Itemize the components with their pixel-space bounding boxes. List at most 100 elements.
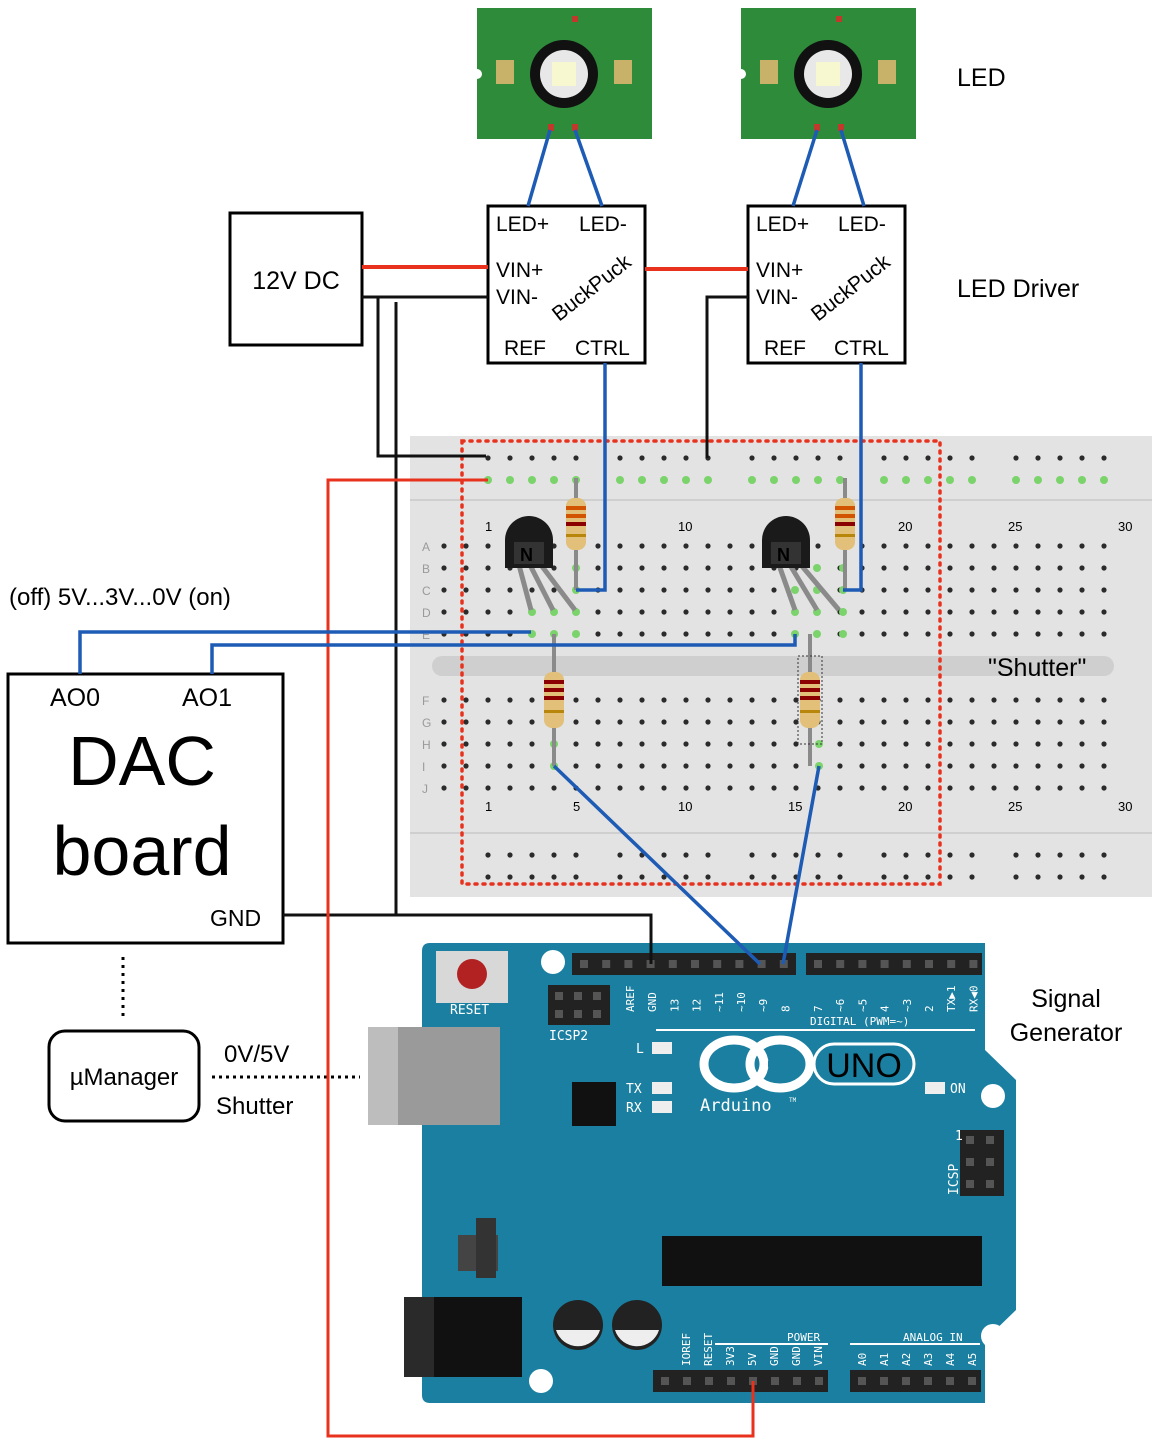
dac-title-line2: board [52, 812, 231, 890]
breadboard-hole [529, 719, 535, 725]
dac-ao0-label: AO0 [50, 684, 100, 712]
breadboard-hole [991, 719, 997, 725]
breadboard-col-25-top: 25 [1008, 519, 1022, 534]
breadboard-hole [969, 719, 975, 725]
breadboard-hole [1035, 719, 1041, 725]
breadboard-hole [595, 565, 601, 571]
breadboard-hole [683, 631, 689, 637]
breadboard-hole [749, 874, 755, 880]
arduino-header-pin [947, 960, 956, 968]
breadboard-hole-active [638, 476, 646, 484]
dac-ao1-label: AO1 [182, 684, 232, 712]
wire-dac-ao0 [78, 630, 531, 674]
breadboard-hole [617, 609, 623, 615]
arduino-header-pin [925, 960, 933, 968]
breadboard-hole [441, 565, 447, 571]
breadboard-hole [727, 565, 733, 571]
micromanager-label: µManager [70, 1064, 179, 1091]
led-board-right [736, 8, 916, 139]
wire-dac-ao1 [210, 634, 797, 674]
breadboard-hole [617, 543, 623, 549]
wire-ctrl-left [576, 363, 607, 592]
breadboard-hole [749, 697, 755, 703]
breadboard-hole [947, 719, 953, 725]
breadboard-hole [1101, 609, 1107, 615]
breadboard-hole [903, 631, 909, 637]
arduino-pin-label: ~9 [757, 999, 770, 1012]
breadboard-hole [925, 874, 931, 880]
breadboard-hole [1057, 587, 1063, 593]
arduino-header-pin [593, 1010, 601, 1018]
breadboard-hole [705, 719, 711, 725]
breadboard-hole [925, 741, 931, 747]
breadboard-hole [595, 631, 601, 637]
arduino-pin-label: GND [646, 992, 659, 1012]
breadboard-hole [1013, 609, 1019, 615]
breadboard-hole [705, 609, 711, 615]
breadboard-hole [991, 785, 997, 791]
breadboard-hole [463, 785, 469, 791]
breadboard-hole [1035, 852, 1041, 858]
breadboard-hole [1035, 631, 1041, 637]
arduino-header-pin [624, 960, 633, 968]
breadboard-hole [639, 565, 645, 571]
breadboard-hole [1057, 455, 1063, 461]
breadboard-hole [947, 609, 953, 615]
arduino-header-pin [793, 1377, 801, 1385]
breadboard-hole [485, 455, 491, 461]
breadboard-hole [661, 785, 667, 791]
breadboard-hole [1057, 852, 1063, 858]
breadboard-hole [749, 852, 755, 858]
breadboard-hole [903, 852, 909, 858]
breadboard-hole [903, 741, 909, 747]
breadboard-hole [881, 631, 887, 637]
breadboard-hole [727, 697, 733, 703]
breadboard-hole [925, 697, 931, 703]
breadboard-hole [1013, 785, 1019, 791]
breadboard-hole [485, 719, 491, 725]
breadboard-hole [969, 631, 975, 637]
breadboard-hole [639, 763, 645, 769]
breadboard-hole [1101, 697, 1107, 703]
breadboard-hole [661, 874, 667, 880]
arduino-pin-label: GND [790, 1346, 803, 1366]
breadboard-hole [1079, 587, 1085, 593]
breadboard-hole [639, 543, 645, 549]
breadboard-hole [463, 543, 469, 549]
breadboard-hole [617, 785, 623, 791]
breadboard-col-30-top: 30 [1118, 519, 1132, 534]
breadboard-hole [925, 455, 931, 461]
arduino-pin-label: 12 [691, 999, 704, 1012]
led-driver-section-label: LED Driver [957, 275, 1079, 303]
arduino-header-pin [986, 1180, 994, 1188]
arduino-pin-label: A1 [878, 1353, 891, 1366]
breadboard-hole [485, 763, 491, 769]
breadboard-hole [1013, 543, 1019, 549]
breadboard-hole-active [880, 476, 888, 484]
breadboard-hole [859, 785, 865, 791]
breadboard-hole [1079, 719, 1085, 725]
arduino-header-pin [966, 1136, 974, 1144]
breadboard-hole [727, 741, 733, 747]
breadboard-hole [529, 455, 535, 461]
breadboard-hole [969, 741, 975, 747]
breadboard-hole [749, 543, 755, 549]
breadboard-hole [507, 587, 513, 593]
breadboard-hole [507, 455, 513, 461]
breadboard-hole [463, 741, 469, 747]
driver-left-led-minus: LED- [579, 213, 627, 236]
shutter-region-outline [460, 439, 942, 886]
breadboard-hole-active [506, 476, 514, 484]
breadboard-hole [1057, 741, 1063, 747]
breadboard-hole [1101, 741, 1107, 747]
breadboard-hole [749, 631, 755, 637]
breadboard-hole [639, 874, 645, 880]
breadboard-hole [903, 455, 909, 461]
breadboard-hole-active [748, 476, 756, 484]
breadboard-hole-active [968, 476, 976, 484]
breadboard-row-letter: D [422, 606, 431, 620]
led-driver-right: LED+ LED- VIN+ VIN- REF CTRL BuckPuck [746, 204, 907, 365]
breadboard-hole [705, 741, 711, 747]
breadboard-hole [903, 719, 909, 725]
